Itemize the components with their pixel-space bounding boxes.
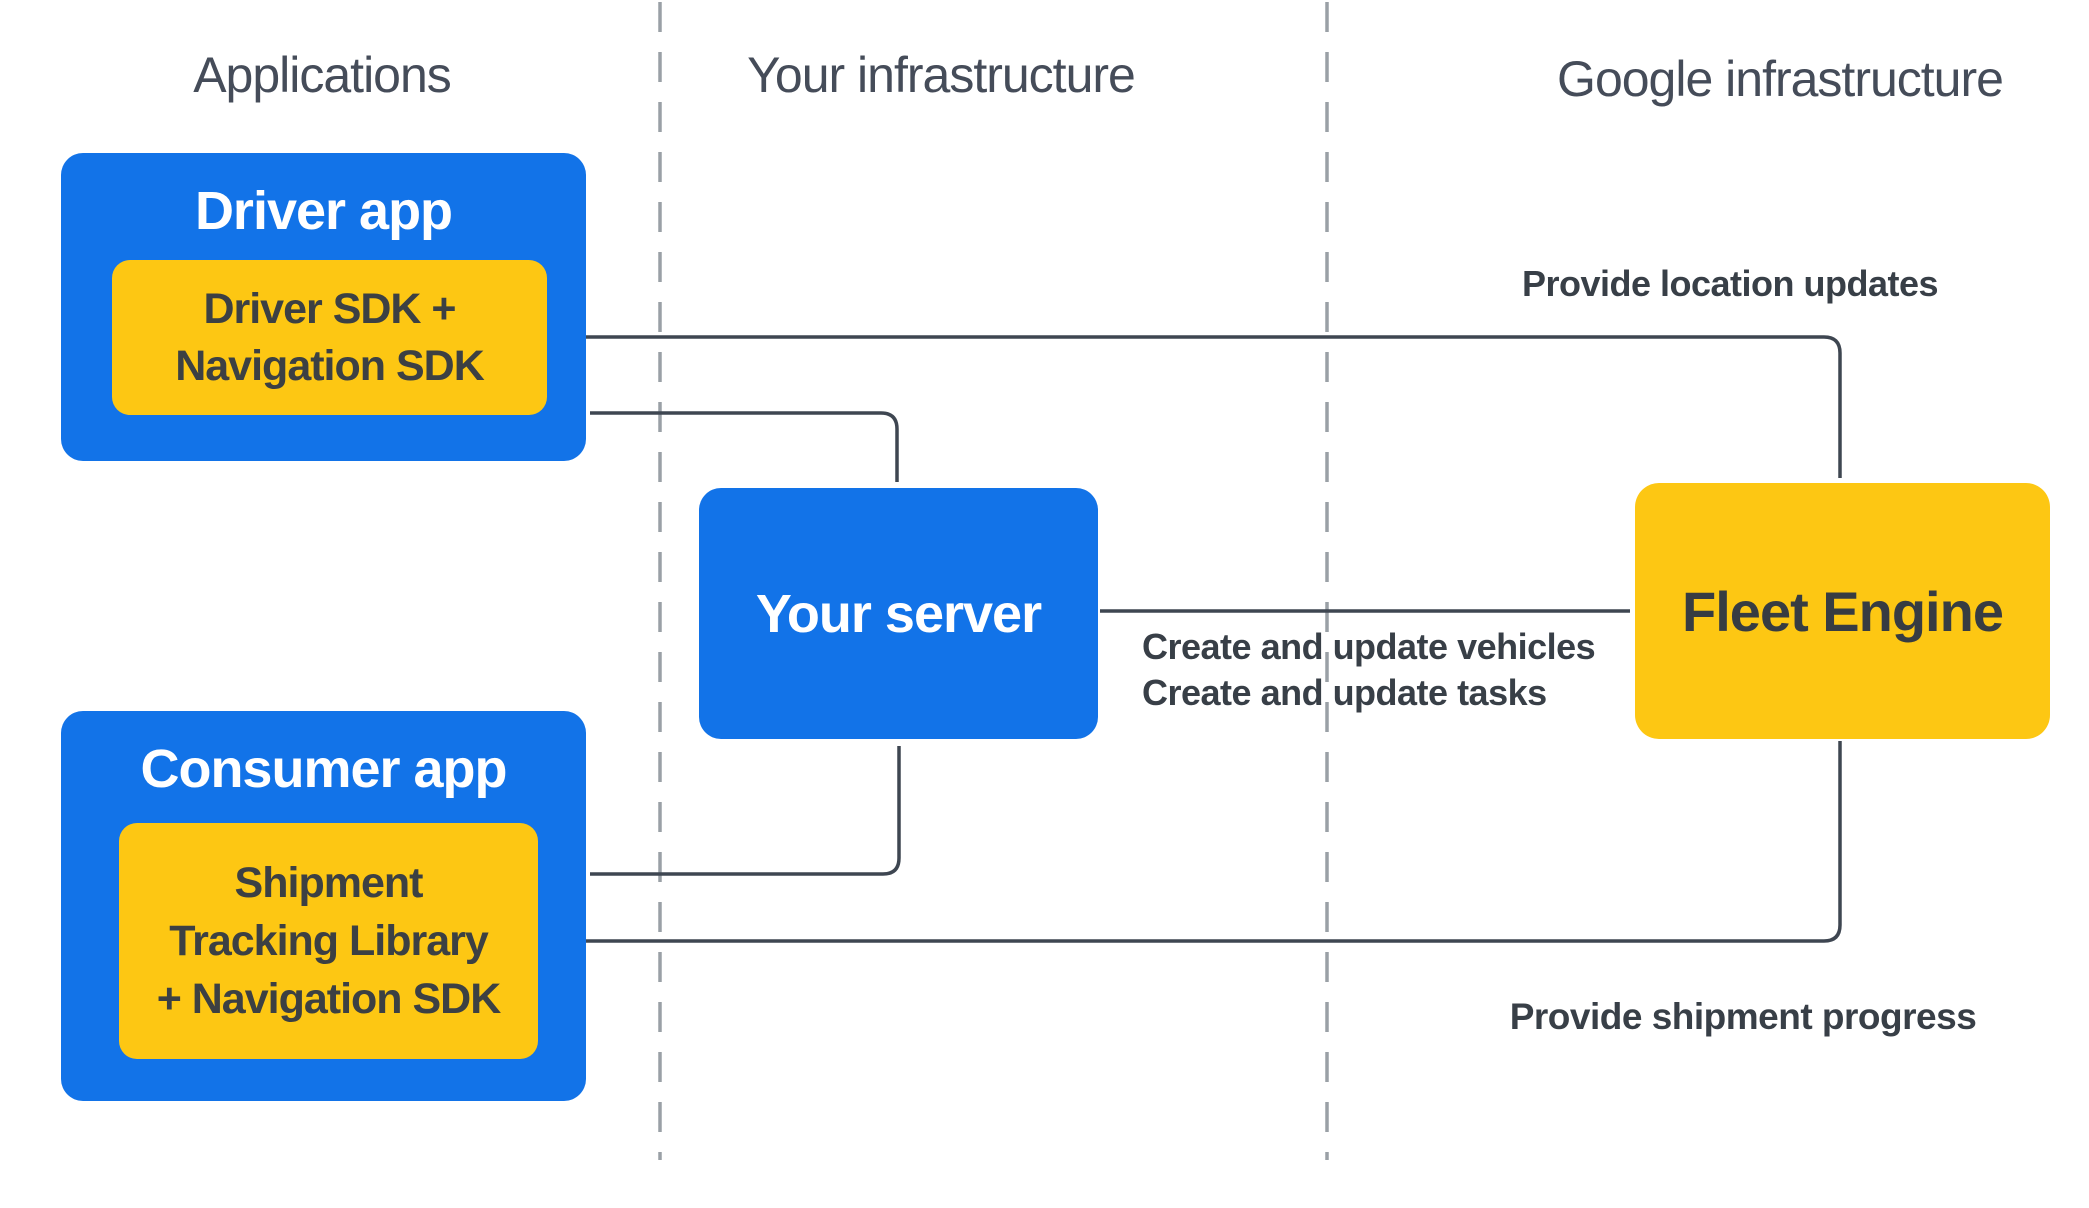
shipment-library-line-2: Tracking Library: [169, 917, 489, 965]
driver-app-node: Driver app Driver SDK + Navigation SDK: [61, 153, 586, 461]
driver-sdk-node: Driver SDK + Navigation SDK: [112, 260, 547, 415]
consumer-app-title: Consumer app: [140, 739, 507, 799]
fleet-engine-title: Fleet Engine: [1682, 579, 2004, 643]
driver-sdk-line-1: Driver SDK +: [203, 284, 456, 333]
shipment-library-line-1: Shipment: [234, 859, 424, 907]
your-server-title: Your server: [755, 583, 1042, 644]
label-create-and-update: Create and update vehicles Create and up…: [1142, 624, 1682, 716]
label-create-and-update-tasks: Create and update tasks: [1142, 672, 1547, 713]
shipment-library-line-3: + Navigation SDK: [156, 975, 502, 1023]
arrow-driver-sdk-fleet-engine: [550, 335, 1842, 478]
driver-app-title: Driver app: [194, 181, 453, 241]
column-header-your-infrastructure: Your infrastructure: [747, 47, 1136, 103]
consumer-app-node: Consumer app Shipment Tracking Library +…: [61, 711, 586, 1101]
arrow-fleet-engine-shipment-library: [546, 741, 1842, 943]
driver-sdk-line-2: Navigation SDK: [175, 341, 485, 390]
shipment-tracking-library-node: Shipment Tracking Library + Navigation S…: [119, 823, 538, 1059]
arrow-consumer-app-your-server: [590, 746, 901, 876]
your-server-node: Your server: [699, 488, 1098, 739]
column-header-applications: Applications: [193, 47, 452, 103]
fleet-engine-node: Fleet Engine: [1635, 483, 2050, 739]
arrow-driver-app-your-server: [590, 411, 899, 482]
column-header-google-infrastructure: Google infrastructure: [1557, 51, 2004, 107]
label-provide-location-updates: Provide location updates: [1521, 263, 1939, 304]
label-provide-shipment-progress: Provide shipment progress: [1509, 996, 1977, 1037]
label-create-and-update-vehicles: Create and update vehicles: [1142, 626, 1596, 667]
